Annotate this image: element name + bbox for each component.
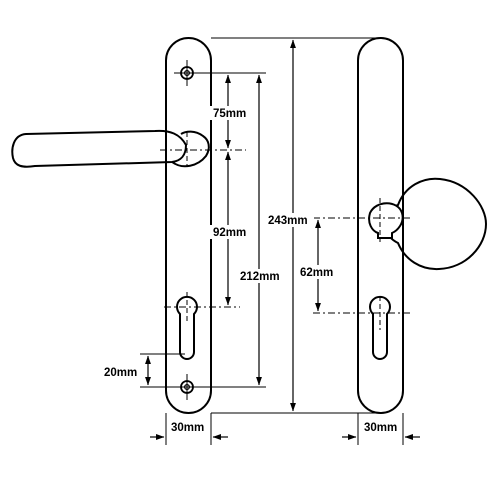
label-62mm: 62mm [300,267,333,279]
pad-backplate [357,37,404,414]
label-212mm: 212mm [240,271,280,283]
lever-handle [11,129,188,168]
label-75mm: 75mm [213,108,246,120]
label-30mm-lever: 30mm [171,422,204,434]
lever-cylinder-cutout-icon [176,295,198,360]
lever-handle-assembly [11,37,266,414]
lever-backplate [165,37,212,414]
label-92mm: 92mm [213,227,246,239]
pad-cylinder-cutout-icon [369,295,391,360]
label-20mm: 20mm [104,367,137,379]
pad-handle-assembly [313,37,488,414]
label-30mm-pad: 30mm [364,422,397,434]
label-243mm: 243mm [268,215,308,227]
